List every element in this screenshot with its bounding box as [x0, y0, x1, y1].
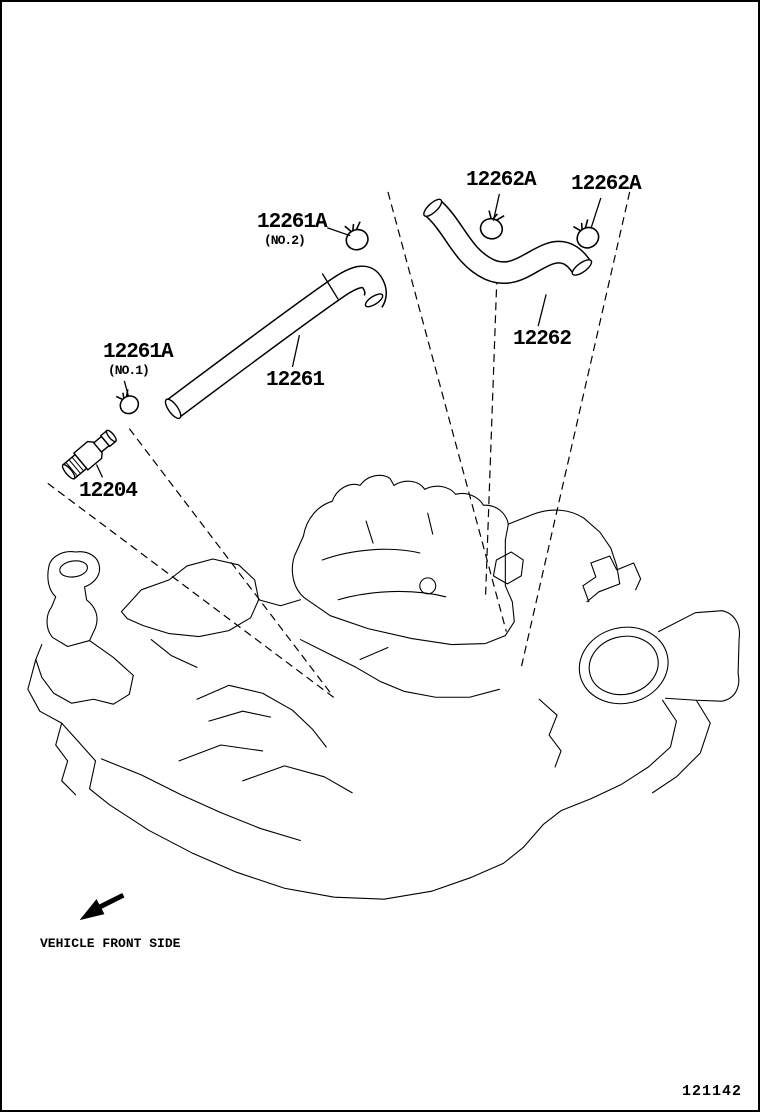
- vehicle-front-side-label: VEHICLE FRONT SIDE: [40, 936, 181, 951]
- clamp-icon-12262a-right: [573, 219, 600, 249]
- hose-12261: [164, 265, 387, 420]
- figure-number: 121142: [681, 1083, 742, 1100]
- callout-12261a-no1: 12261A: [103, 341, 174, 364]
- label-leader-lines: [95, 193, 602, 478]
- hose-12262: [423, 198, 593, 285]
- callout-12262a-right: 12262A: [571, 173, 642, 196]
- vehicle-front-arrow: [79, 892, 125, 921]
- pcv-valve-12204: [61, 429, 117, 480]
- clamp-icon-12261a-no1: [115, 389, 140, 415]
- callout-12261a-no2-note: (NO.2): [264, 233, 306, 248]
- callout-12261a-no1-note: (NO.1): [108, 363, 150, 378]
- engine-outline: [27, 474, 741, 900]
- callout-12261: 12261: [266, 369, 325, 392]
- callout-12204: 12204: [79, 480, 138, 503]
- callout-12262: 12262: [513, 328, 572, 351]
- clamp-icon-12262a-left: [479, 210, 505, 240]
- callout-12261a-no2: 12261A: [257, 211, 328, 234]
- leader-dashed-lines: [47, 191, 631, 700]
- clamp-icon-12261a-no2: [344, 221, 369, 251]
- callout-12262a-left: 12262A: [466, 169, 537, 192]
